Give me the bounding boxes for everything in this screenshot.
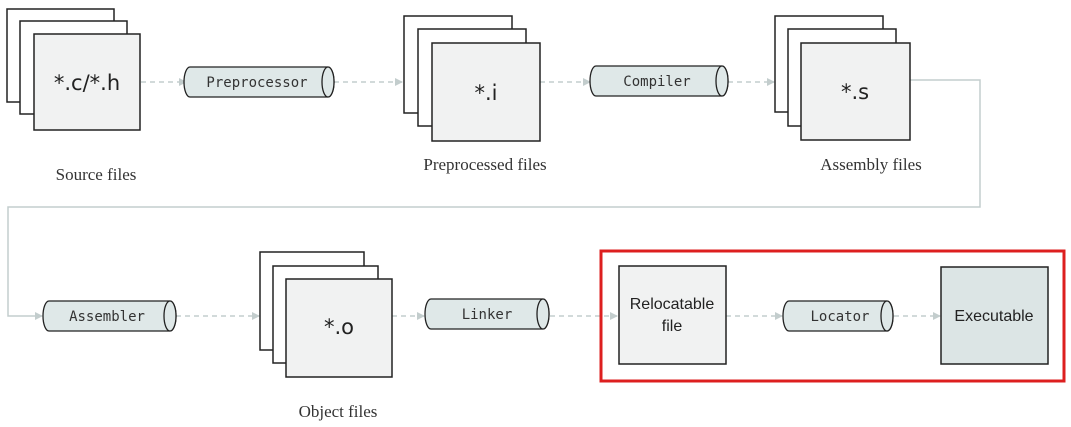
preprocessed-files-caption: Preprocessed files	[423, 155, 547, 174]
cylinder-end	[715, 65, 729, 97]
relocatable-label-line2: file	[662, 318, 683, 335]
stack-sheet-front	[33, 33, 141, 131]
assembler-cylinder: Assembler	[42, 300, 177, 332]
executable-box: Executable	[940, 266, 1049, 365]
assembly-files-caption: Assembly files	[820, 155, 922, 174]
highlight-frame	[599, 249, 1066, 383]
preprocessed-files-ext: *.i	[474, 81, 497, 105]
executable-rect	[940, 266, 1049, 365]
assembler-label: Assembler	[69, 309, 145, 325]
connectors	[7, 78, 981, 320]
executable-label: Executable	[954, 308, 1033, 325]
preprocessor-cylinder: Preprocessor	[183, 66, 335, 98]
cylinder-end	[880, 300, 894, 332]
stack-sheet-front	[431, 42, 541, 142]
relocatable-label-line1: Relocatable	[630, 296, 715, 313]
assembly-files-ext: *.s	[841, 80, 869, 104]
cylinder-end	[321, 66, 335, 98]
cylinder-end	[536, 298, 550, 330]
linker-cylinder: Linker	[424, 298, 550, 330]
locator-cylinder: Locator	[782, 300, 894, 332]
linker-label: Linker	[462, 307, 513, 323]
compiler-cylinder: Compiler	[589, 65, 729, 97]
preprocessor-label: Preprocessor	[206, 75, 307, 91]
locator-label: Locator	[810, 309, 869, 325]
source-files-caption: Source files	[55, 165, 137, 184]
object-files-caption: Object files	[298, 402, 378, 421]
stack-sheet-front	[285, 278, 393, 378]
cylinder-end	[163, 300, 177, 332]
assembly-files-stack: *.s	[774, 15, 911, 141]
relocatable-file-box: Relocatable file	[618, 265, 727, 365]
compiler-label: Compiler	[623, 74, 690, 90]
stack-sheet-front	[800, 42, 911, 141]
object-files-ext: *.o	[324, 315, 354, 339]
relocatable-file-rect	[618, 265, 727, 365]
preprocessed-files-stack: *.i	[403, 15, 541, 142]
object-files-stack: *.o	[259, 251, 393, 378]
arrow-assembly-wrap-to-assembler	[7, 79, 981, 320]
source-files-ext: *.c/*.h	[54, 71, 120, 95]
source-files-stack: *.c/*.h	[6, 8, 141, 131]
